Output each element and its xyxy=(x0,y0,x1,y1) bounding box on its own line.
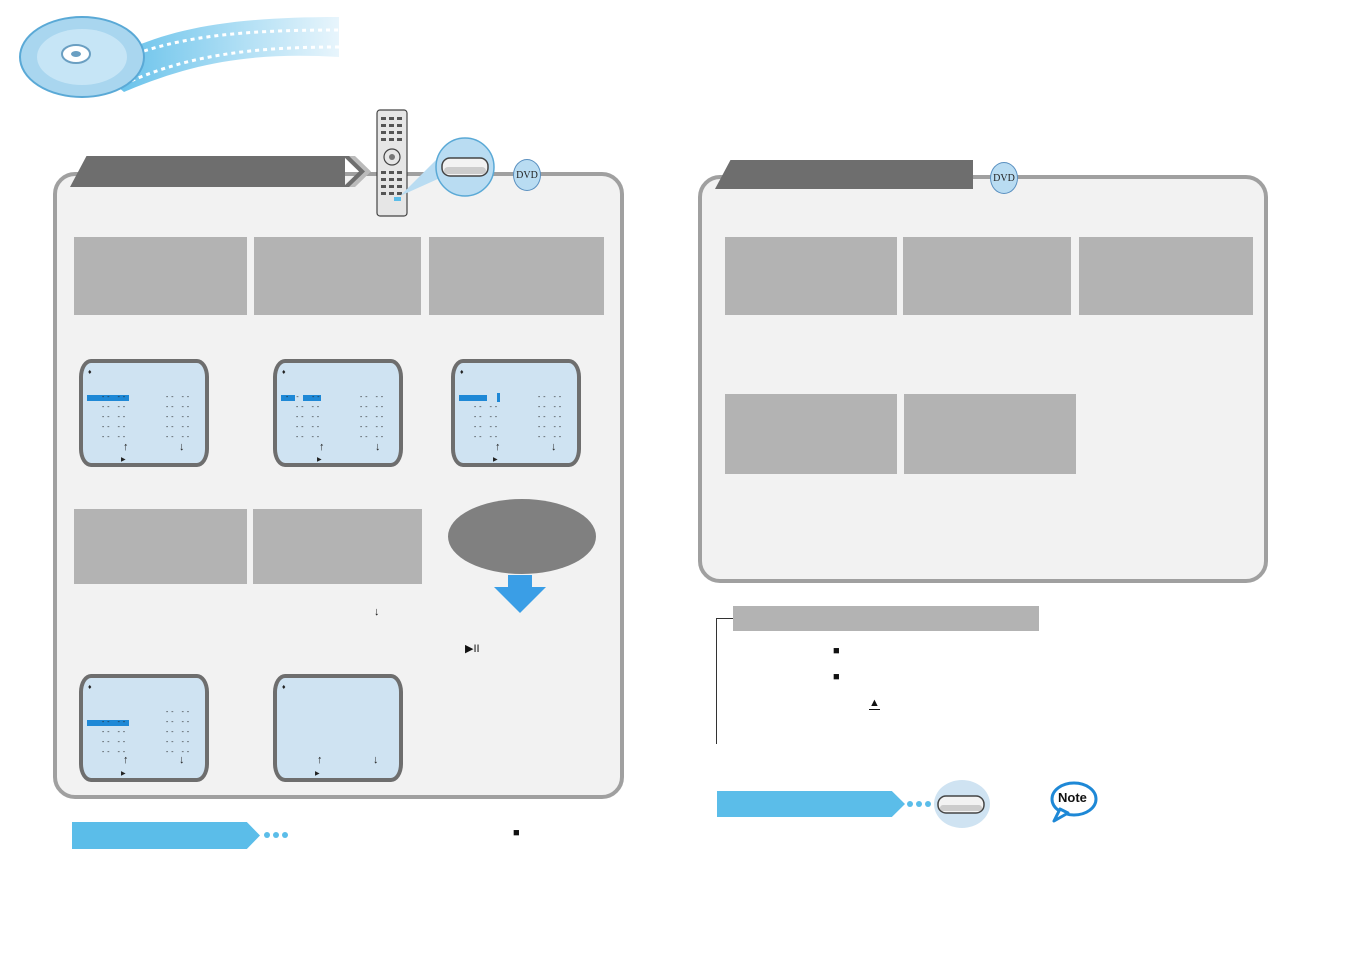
arrow-down-icon: ↓ xyxy=(179,754,185,766)
stop-icon: ■ xyxy=(833,645,840,657)
tv-screen-4: ♦ -- -- -- -- -- -- -- -- -- -- -- -- --… xyxy=(79,674,209,782)
dvd-badge-left: DVD xyxy=(513,159,541,191)
arrow-up-icon: ↑ xyxy=(495,441,501,453)
arrow-down-icon: ↓ xyxy=(551,441,557,453)
right-footer-tab xyxy=(717,791,905,817)
diamond-icon: ♦ xyxy=(88,684,92,691)
play-pause-icon: ▶II xyxy=(465,643,480,655)
bracket-line xyxy=(716,618,735,744)
right-step-box-4 xyxy=(725,394,897,474)
diamond-icon: ♦ xyxy=(460,369,464,376)
step-box-3 xyxy=(429,237,604,315)
disc-film-strip-icon xyxy=(19,16,339,98)
play-icon: ▶ xyxy=(493,457,498,463)
chevron-right-icon xyxy=(343,156,371,187)
play-icon: ▶ xyxy=(121,771,126,777)
right-step-box-2 xyxy=(903,237,1071,315)
tv-screen-2: ♦ - - -- -- -- -- -- -- -- -- -- -- -- -… xyxy=(273,359,403,467)
step-box-4 xyxy=(74,509,247,584)
eject-icon: ▲ xyxy=(869,697,880,710)
arrow-up-icon: ↑ xyxy=(123,441,129,453)
left-footer-tab xyxy=(72,822,260,849)
right-step-box-1 xyxy=(725,237,897,315)
step-box-1 xyxy=(74,237,247,315)
info-oval xyxy=(448,499,596,574)
arrow-up-icon: ↑ xyxy=(319,441,325,453)
info-header-bar xyxy=(733,606,1039,631)
dvd-badge-right: DVD xyxy=(990,162,1018,194)
arrow-up-icon: ↑ xyxy=(123,754,129,766)
tv-screen-5: ♦ ↑ ↓ ▶ xyxy=(273,674,403,782)
right-header-tab xyxy=(715,160,973,189)
remote-control-icon xyxy=(376,109,408,217)
arrow-down-icon: ↓ xyxy=(179,441,185,453)
step-box-5 xyxy=(253,509,422,584)
left-header-tab xyxy=(70,156,345,187)
arrow-up-icon: ↑ xyxy=(317,754,323,766)
arrow-down-icon: ↓ xyxy=(375,441,381,453)
diamond-icon: ♦ xyxy=(88,369,92,376)
note-label: Note xyxy=(1058,790,1087,805)
diamond-icon: ♦ xyxy=(282,684,286,691)
tv-screen-1: ♦ -- -- -- -- -- -- -- -- -- -- -- -- --… xyxy=(79,359,209,467)
tv-screen-3: ♦ -- -- -- -- -- -- -- -- -- -- -- -- --… xyxy=(451,359,581,467)
small-down-arrow-icon: ↓ xyxy=(374,606,380,618)
button-zoom-icon xyxy=(400,137,495,197)
arrow-down-blue-icon xyxy=(494,575,546,613)
right-step-box-3 xyxy=(1079,237,1253,315)
play-icon: ▶ xyxy=(121,457,126,463)
play-icon: ▶ xyxy=(317,457,322,463)
dots-icon xyxy=(907,801,931,807)
button-icon xyxy=(934,780,990,828)
play-icon: ▶ xyxy=(315,771,320,777)
note-icon xyxy=(1050,781,1098,823)
dots-icon xyxy=(264,832,288,838)
stop-icon: ■ xyxy=(833,671,840,683)
stop-icon: ■ xyxy=(513,827,520,839)
step-box-2 xyxy=(254,237,421,315)
right-step-box-5 xyxy=(904,394,1076,474)
diamond-icon: ♦ xyxy=(282,369,286,376)
arrow-down-icon: ↓ xyxy=(373,754,379,766)
